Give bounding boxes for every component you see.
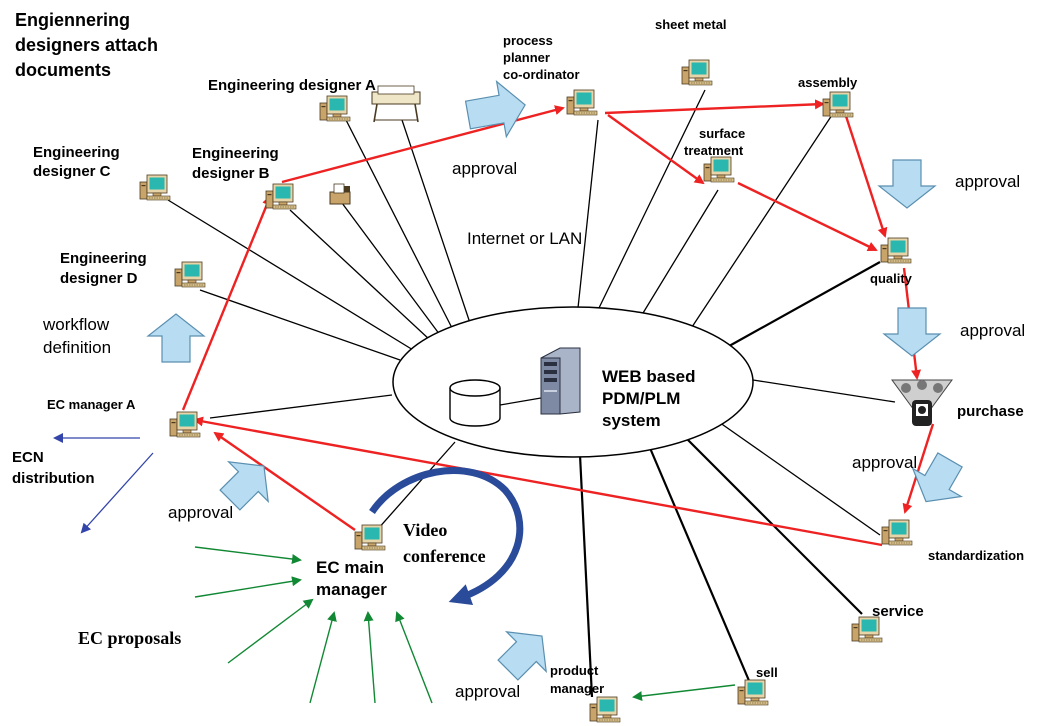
flow-surface-to-quality (737, 181, 878, 252)
link-eng-d (199, 289, 401, 361)
flow-planner-to-assembly (604, 99, 825, 115)
label-approval-ec-main: approval (168, 503, 233, 522)
proposal-arrow (227, 598, 314, 664)
label-ec-proposals: EC proposals (78, 628, 181, 648)
fax-icon (329, 183, 351, 205)
label-sheet-metal: sheet metal (655, 17, 727, 32)
proposal-arrow (194, 546, 302, 564)
label-ecn-distribution: ECN distribution (12, 449, 95, 487)
computer-icon (589, 696, 621, 723)
link-sheet-metal (597, 89, 706, 311)
label-surface-treatment: surface treatment (684, 126, 749, 158)
link-process-planner (577, 119, 599, 309)
link-purchase (752, 379, 896, 403)
approval-arrows (146, 80, 964, 681)
flow-assembly-to-quality (843, 112, 888, 238)
label-workflow-definition: workflow definition (42, 315, 114, 357)
computer-icon (319, 95, 351, 122)
label-eng-d: Engineering designer D (60, 250, 151, 287)
server-tower-icon (540, 347, 581, 415)
link-product-manager (578, 454, 594, 698)
computer-icon (354, 524, 386, 551)
ecn-arrow-down (80, 452, 154, 534)
approval-arrow-ec-main (219, 461, 269, 511)
label-approval-right-2: approval (960, 321, 1025, 340)
label-assembly: assembly (798, 75, 858, 90)
flow-purchase-to-standardization (902, 423, 935, 514)
ecn-arrows (53, 433, 154, 534)
approval-arrow-right-2 (882, 307, 942, 357)
computer-icon (881, 519, 913, 546)
link-eng-b (289, 209, 431, 341)
label-product-manager: product manager (550, 663, 604, 696)
label-approval-bottom: approval (455, 682, 520, 701)
approval-arrow-top (464, 80, 526, 139)
flow-planner-to-surface (607, 114, 705, 185)
page-title: Engiennering designers attach documents (15, 10, 163, 80)
computer-icon (265, 183, 297, 210)
computer-icon (851, 616, 883, 643)
video-conference-arc (369, 467, 524, 606)
link-sell (648, 447, 752, 684)
label-purchase: purchase (957, 403, 1024, 420)
label-ec-manager-a: EC manager A (47, 397, 136, 412)
computer-icon (822, 91, 854, 118)
database-icon (449, 379, 501, 427)
label-internet-lan: Internet or LAN (467, 229, 582, 248)
computer-icon (139, 174, 171, 201)
link-assembly (689, 114, 833, 331)
label-standardization: standardization (928, 548, 1024, 563)
proposal-arrow (309, 611, 337, 704)
flow-standardization-to-ec-a (193, 416, 883, 547)
link-surface (639, 189, 719, 319)
label-eng-c: Engineering designer C (33, 144, 124, 180)
computer-icon (737, 679, 769, 706)
computer-icon (703, 156, 735, 183)
computer-icon (880, 237, 912, 264)
link-ec-main (376, 441, 456, 531)
computer-icon (681, 59, 713, 86)
link-service (687, 439, 863, 615)
approval-arrow-right-1 (877, 159, 937, 209)
label-ec-main-manager: EC main manager (316, 558, 389, 599)
label-approval-right-3: approval (852, 453, 917, 472)
computer-icon (174, 261, 206, 288)
label-approval-right-1: approval (955, 172, 1020, 191)
proposal-arrow (395, 611, 433, 704)
pdm-plm-server: WEB based PDM/PLM system (392, 306, 754, 458)
proposal-arrow (363, 611, 376, 704)
link-ec-a (209, 394, 393, 419)
label-quality: quality (870, 271, 913, 286)
label-eng-a: Engineering designer A (208, 77, 376, 94)
workflow-definition-arrow (146, 313, 206, 363)
plotter-icon (371, 85, 421, 123)
network-links (167, 89, 896, 698)
label-process-planner: process planner co-ordinator (503, 33, 580, 82)
webcam-icon (891, 379, 953, 426)
label-sell: sell (756, 665, 778, 680)
link-plotter (401, 119, 471, 324)
flow-ec-main-to-ec-a (213, 431, 356, 531)
link-quality (721, 261, 881, 351)
computer-icon (169, 411, 201, 438)
link-standardization (715, 419, 881, 536)
approval-arrow-right-3 (911, 452, 964, 503)
computer-icon (566, 89, 598, 116)
link-fax (341, 202, 441, 336)
label-eng-b: Engineering designer B (192, 145, 283, 182)
sell-to-product-manager-arrow (632, 684, 736, 702)
approval-arrow-bottom (497, 631, 547, 681)
label-video-conference: Video conference (403, 520, 486, 566)
label-service: service (872, 603, 924, 620)
link-eng-a (344, 117, 453, 329)
ec-proposal-arrows (194, 546, 736, 704)
flow-ec-a-to-eng-b (181, 195, 272, 411)
workflow-flow (181, 99, 935, 547)
server-label: WEB based PDM/PLM system (602, 367, 700, 430)
link-eng-c (167, 199, 419, 354)
label-approval-top: approval (452, 159, 517, 178)
proposal-arrow (194, 576, 302, 598)
